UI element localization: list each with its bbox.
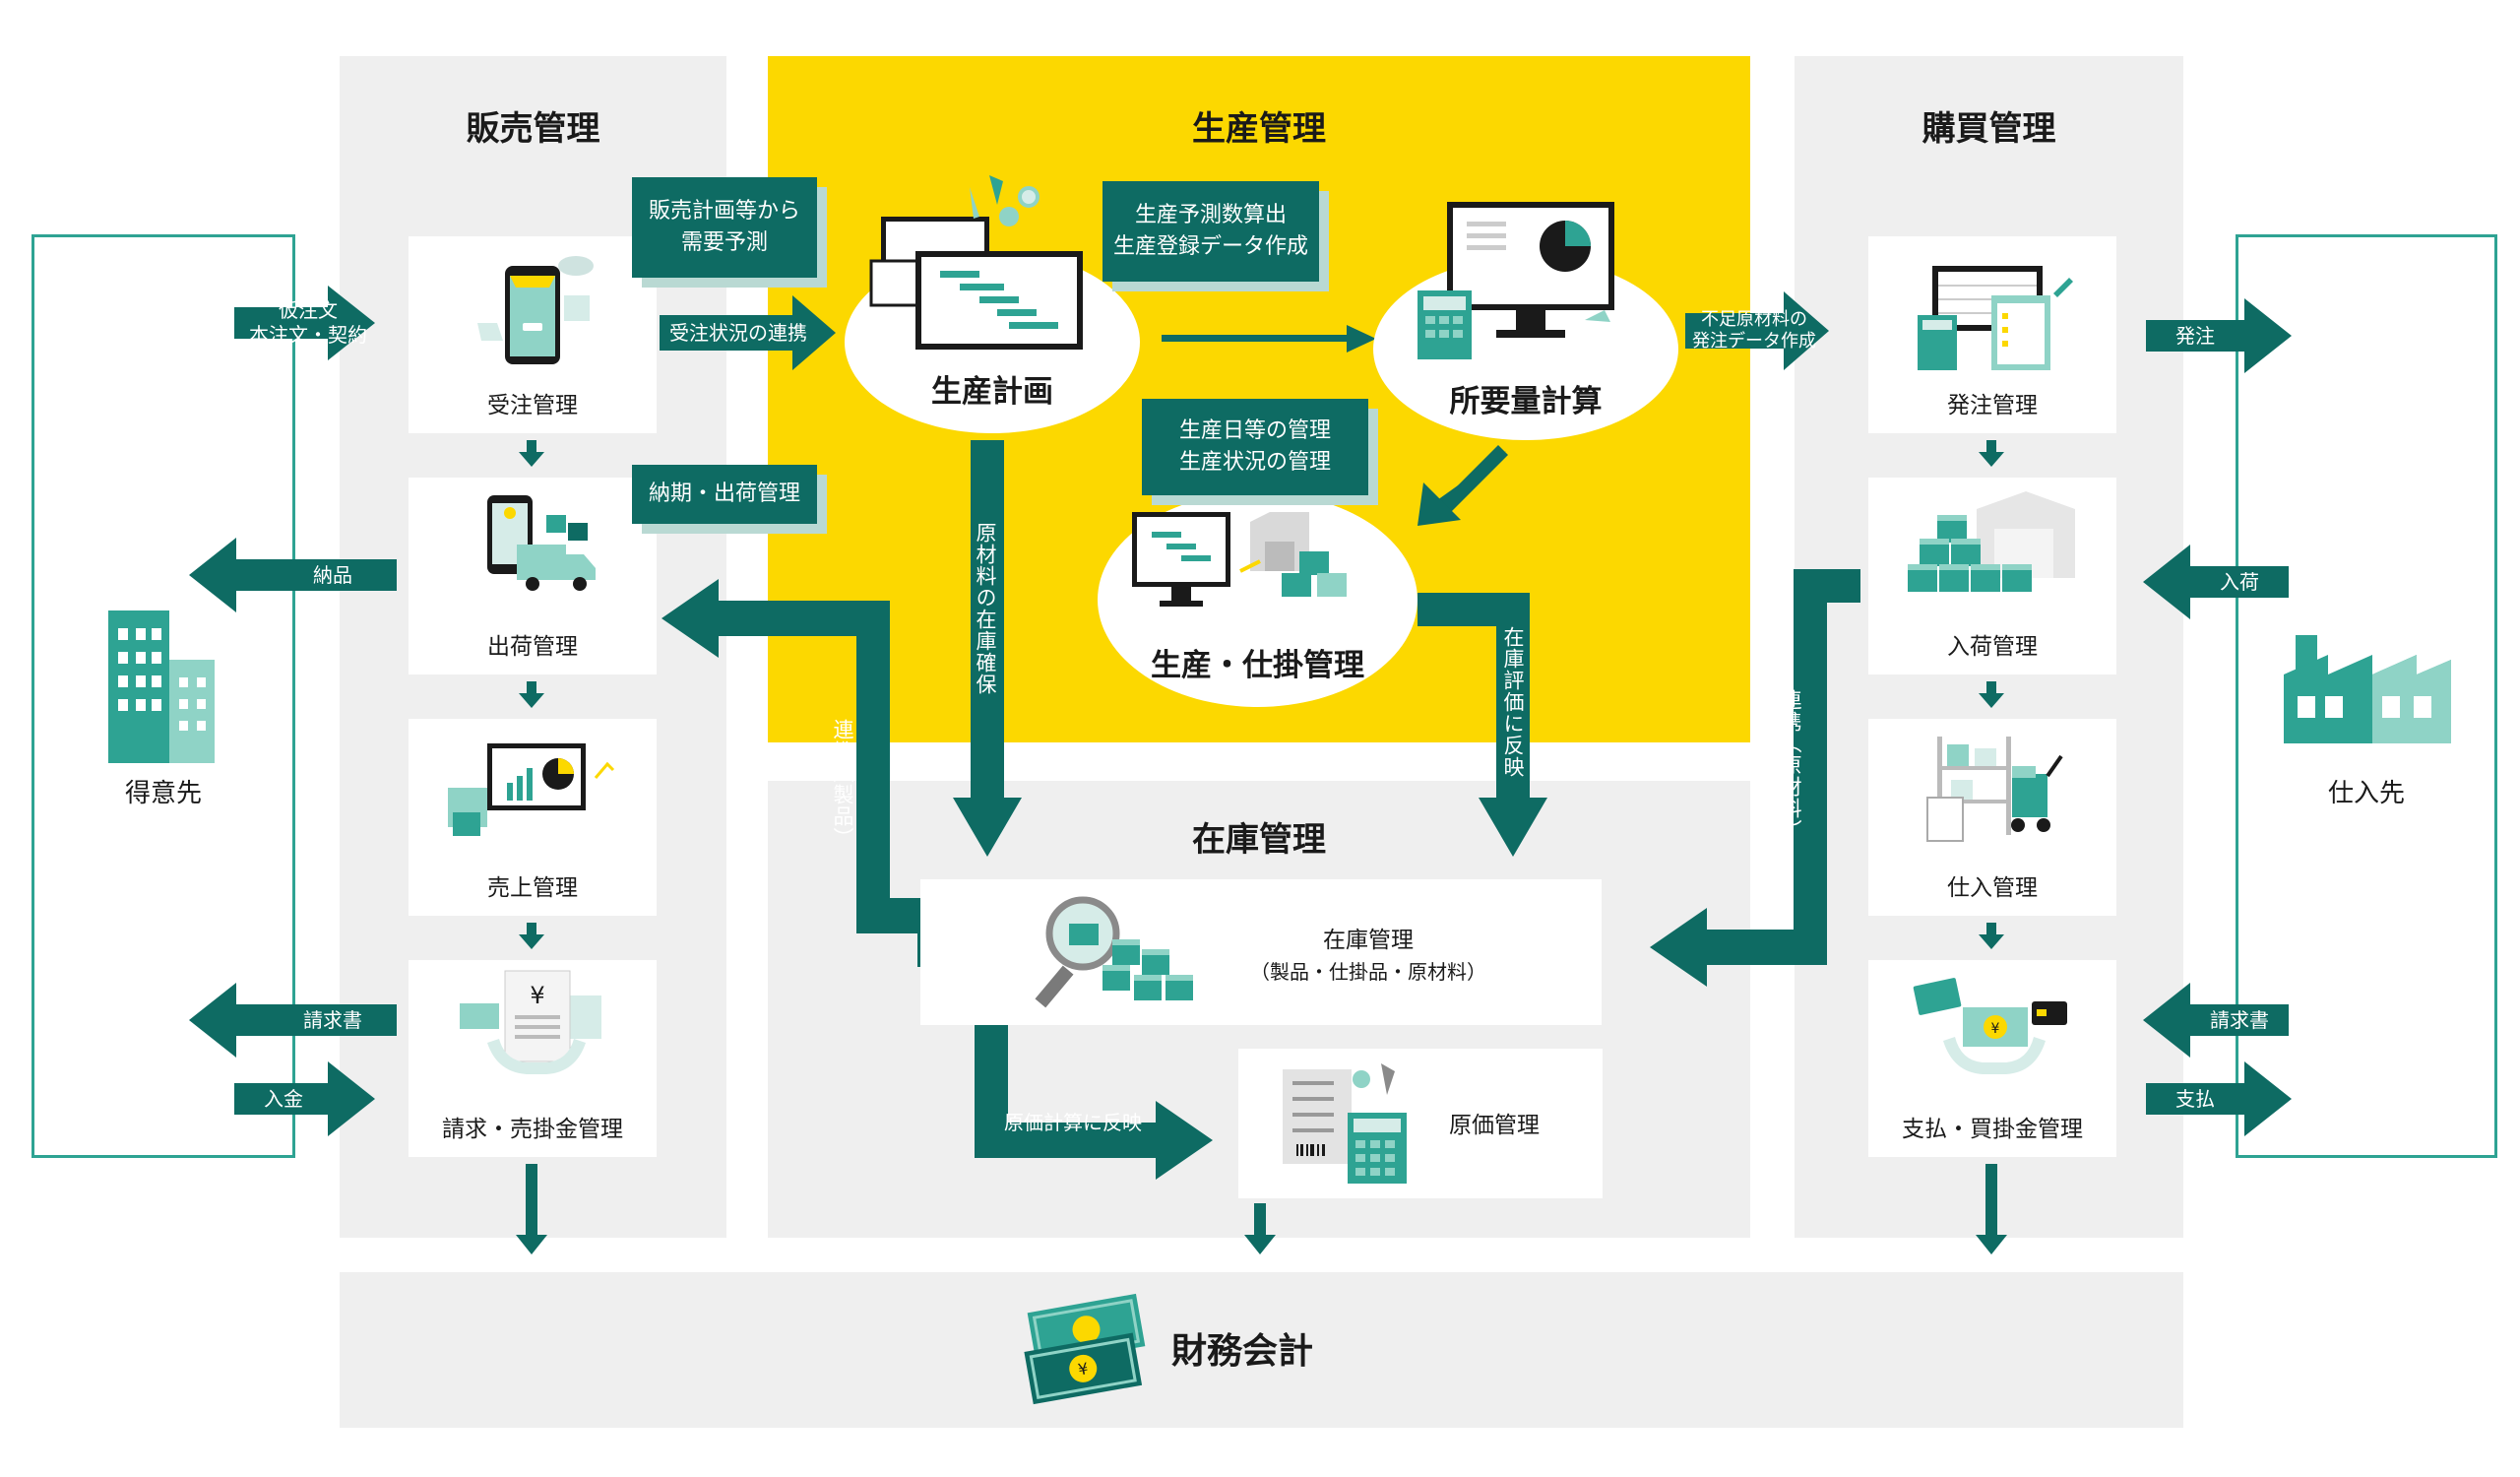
payment-management-label: 支払・買掛金管理	[1902, 1117, 2083, 1142]
smartphone-cart-icon	[477, 256, 594, 364]
demand-forecast-line1: 販売計画等から	[648, 199, 800, 225]
receipt-calculator-icon	[1283, 1063, 1407, 1184]
warehouse-boxes-icon	[1908, 491, 2075, 592]
shipping-truck-icon	[487, 495, 596, 591]
supplier-label: 仕入先	[2327, 779, 2405, 808]
payment-in-label: 入金	[264, 1086, 303, 1111]
requirement-calc-label: 所要量計算	[1449, 384, 1603, 419]
purchase-order-out-label: 発注	[2175, 323, 2215, 348]
production-status-line2: 生産状況の管理	[1178, 450, 1331, 475]
production-status-tag: 生産日等の管理 生産状況の管理	[1142, 399, 1368, 495]
link-product-label: 連携（製品）	[831, 719, 854, 849]
production-section-title: 生産管理	[1192, 109, 1326, 149]
billing-management-label: 請求・売掛金管理	[442, 1117, 623, 1142]
production-forecast-tag: 生産予測数算出 生産登録データ作成	[1102, 181, 1319, 282]
stock-management-title: 在庫管理	[1323, 928, 1414, 953]
sales-management-label: 売上管理	[487, 875, 578, 901]
billing-management-card[interactable]: ¥ 請求・売掛金管理	[409, 960, 657, 1157]
stock-management-subtitle: （製品・仕掛品・原材料）	[1250, 960, 1486, 984]
production-forecast-line2: 生産登録データ作成	[1112, 234, 1308, 259]
pay-out-label: 支払	[2175, 1086, 2215, 1111]
factory-icon	[2284, 635, 2451, 743]
svg-text:¥: ¥	[1991, 1021, 2000, 1037]
production-plan-label: 生産計画	[931, 374, 1053, 410]
stock-management-card[interactable]: 在庫管理 （製品・仕掛品・原材料）	[920, 879, 1602, 1025]
invoice-in-label: 請求書	[2210, 1007, 2269, 1032]
order-link-label: 受注状況の連携	[669, 320, 807, 345]
ordering-management-label: 発注管理	[1947, 393, 2038, 418]
sales-chart-icon	[448, 743, 615, 836]
ordering-management-card[interactable]: 発注管理	[1868, 236, 2116, 433]
cost-management-card[interactable]: 原価管理	[1238, 1049, 1603, 1198]
inventory-valuation-label: 在庫評価に反映	[1501, 626, 1525, 778]
invoice-hands-icon: ¥	[460, 970, 601, 1074]
sales-section-title: 販売管理	[466, 109, 600, 149]
delivery-out-label: 納品	[313, 562, 352, 587]
shortage-line1: 不足原材料の	[1701, 308, 1807, 330]
cost-management-label: 原価管理	[1449, 1113, 1540, 1138]
material-secure-label: 原材料の在庫確保	[974, 522, 997, 695]
provisional-order-label: 仮注文 本注文・契約	[234, 298, 382, 347]
monitor-calculator-icon	[1418, 202, 1614, 359]
stocking-management-label: 仕入管理	[1947, 875, 2038, 901]
gantt-chart-icon	[869, 175, 1083, 350]
finance-title: 財務会計	[1171, 1331, 1314, 1372]
finance-panel	[340, 1272, 2183, 1428]
clipboard-calculator-icon	[1918, 266, 2073, 370]
shipping-management-card[interactable]: 出荷管理	[409, 478, 657, 674]
factory-gantt-icon	[1132, 512, 1347, 607]
demand-forecast-line2: 需要予測	[680, 230, 768, 255]
shortage-line2: 発注データ作成	[1692, 331, 1816, 352]
invoice-out-label: 請求書	[303, 1007, 362, 1032]
link-material-label: 連携（原材料）	[1779, 689, 1802, 841]
building-icon	[108, 610, 215, 763]
inventory-section-title: 在庫管理	[1192, 820, 1326, 860]
payment-hands-icon: ¥	[1913, 978, 2067, 1074]
receiving-management-label: 入荷管理	[1947, 634, 2038, 660]
shelf-cart-icon	[1926, 737, 2063, 842]
sales-management-card[interactable]: 売上管理	[409, 719, 657, 916]
stocking-management-card[interactable]: 仕入管理	[1868, 719, 2116, 916]
shipping-management-label: 出荷管理	[487, 634, 578, 660]
delivery-shipping-text: 納期・出荷管理	[648, 482, 800, 507]
shortage-order-label: 不足原材料の 発注データ作成	[1685, 309, 1823, 353]
production-status-line1: 生産日等の管理	[1178, 418, 1331, 444]
provisional-order-line1: 仮注文	[279, 298, 338, 322]
svg-text:¥: ¥	[1077, 1359, 1090, 1379]
demand-forecast-tag: 販売計画等から 需要予測	[632, 177, 817, 278]
delivery-shipping-tag: 納期・出荷管理	[632, 465, 817, 524]
magnifier-boxes-icon	[1035, 896, 1193, 1008]
money-bills-icon: ¥	[1024, 1293, 1146, 1405]
svg-text:¥: ¥	[530, 982, 544, 1009]
cost-reflect-label: 原価計算に反映	[1004, 1110, 1142, 1134]
receiving-management-card[interactable]: 入荷管理	[1868, 478, 2116, 674]
wip-management-label: 生産・仕掛管理	[1151, 648, 1364, 683]
provisional-order-line2: 本注文・契約	[249, 323, 367, 347]
order-management-card[interactable]: 受注管理	[409, 236, 657, 433]
arrival-in-label: 入荷	[2220, 569, 2259, 594]
production-forecast-line1: 生産予測数算出	[1134, 203, 1287, 228]
purchasing-section-title: 購買管理	[1922, 109, 2056, 149]
customer-label: 得意先	[124, 779, 202, 808]
payment-management-card[interactable]: ¥ 支払・買掛金管理	[1868, 960, 2116, 1157]
order-management-label: 受注管理	[487, 393, 578, 418]
